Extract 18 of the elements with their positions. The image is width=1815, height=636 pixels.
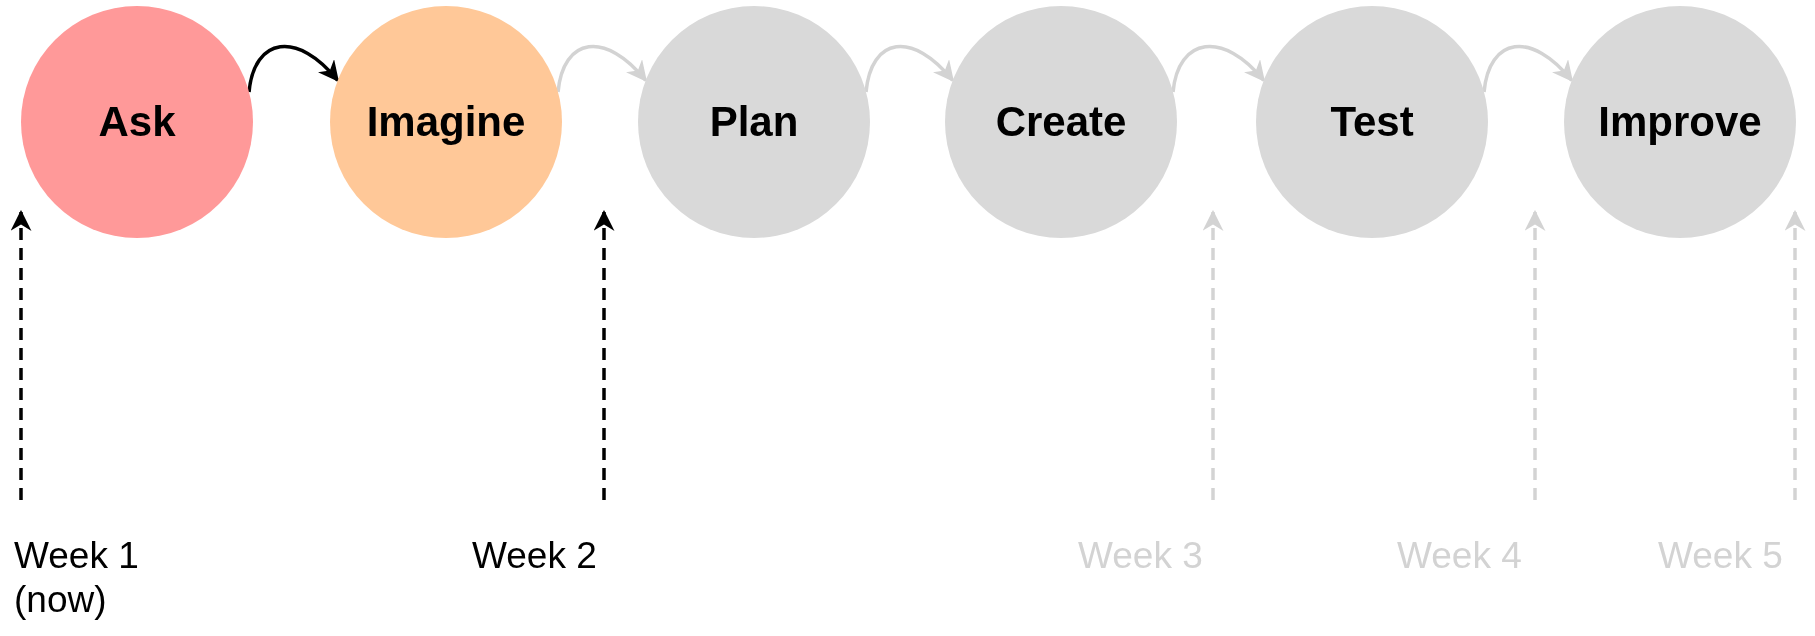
dashed-arrow — [1784, 209, 1806, 500]
curved-arrow — [1482, 45, 1574, 93]
curved-arrow — [556, 45, 648, 93]
curved-arrow — [864, 45, 955, 93]
step-label: Imagine — [366, 98, 526, 146]
step-label: Ask — [98, 98, 176, 146]
step-label: Plan — [709, 98, 799, 146]
week-label: Week 1 (now) — [14, 535, 139, 620]
step-label: Create — [995, 98, 1127, 146]
dashed-arrow — [10, 209, 32, 500]
dashed-arrow — [1202, 209, 1224, 500]
dashed-arrow — [593, 209, 615, 500]
week-label: Week 2 — [472, 535, 597, 576]
dashed-arrow — [1524, 209, 1546, 500]
curved-arrow — [1171, 45, 1266, 93]
step-label: Test — [1330, 98, 1414, 146]
step-label: Improve — [1598, 98, 1762, 146]
curved-arrow — [247, 45, 340, 93]
